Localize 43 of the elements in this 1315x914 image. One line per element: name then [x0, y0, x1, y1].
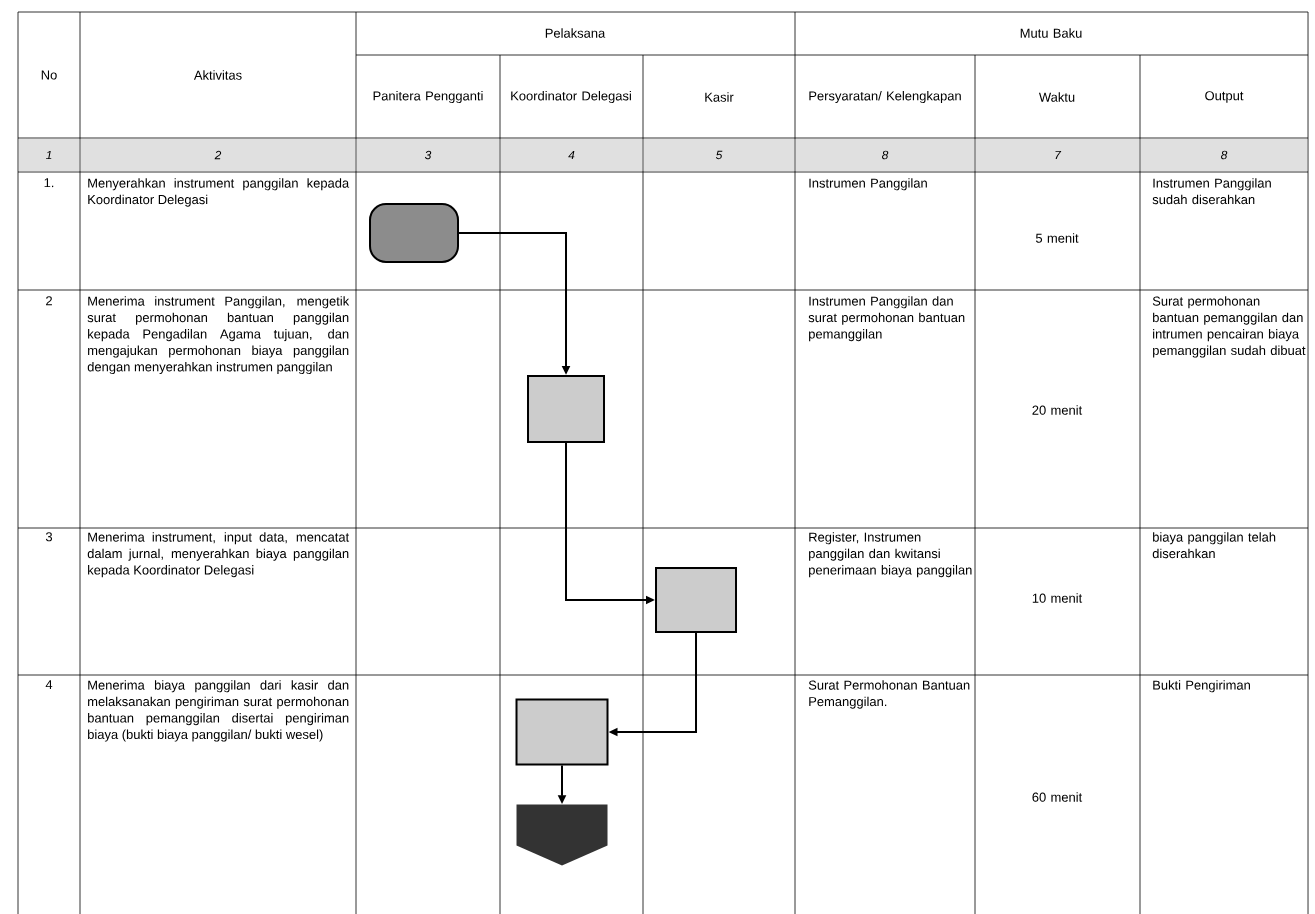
- requirement-text: Register, Instrumen panggilan dan kwitansi penerimaan biaya panggilan: [809, 532, 972, 578]
- column-number-cell: 1: [19, 139, 79, 171]
- requirement-text: Instrumen Panggilan: [809, 178, 927, 191]
- process-box: [527, 375, 605, 443]
- column-number-cell: 8: [1141, 139, 1307, 171]
- column-number-cell: 8: [796, 139, 974, 171]
- row-number: 1.: [44, 178, 54, 188]
- row-number: 4: [45, 680, 53, 690]
- duration-text: 10 menit: [1032, 593, 1083, 603]
- column-header: Kasir: [705, 92, 734, 102]
- process-box: [515, 698, 609, 766]
- column-header: Pelaksana: [545, 28, 606, 38]
- process-box: [655, 567, 737, 633]
- activity-text: Menerima instrument Panggilan, mengetik surat permohonan bantuan panggilan kepada Pengadilan Agama tujuan, dan mengajukan permohonan biaya panggilan dengan menyerahkan instrumen panggilan: [87, 296, 350, 375]
- output-text: Surat permohonan bantuan pemanggilan dan intrumen pencairan biaya pemanggilan sudah dibuat: [1152, 296, 1306, 358]
- column-header: Aktivitas: [193, 70, 242, 80]
- requirement-text: Instrumen Panggilan dan surat permohonan bantuan pemanggilan: [808, 296, 965, 342]
- output-text: Instrumen Panggilan sudah diserahkan: [1152, 178, 1271, 205]
- column-number-cell: 7: [976, 139, 1139, 171]
- activity-text: Menerima instrument, input data, mencatat dalam jurnal, menyerahkan biaya panggilan kepada Koordinator Delegasi: [87, 532, 350, 578]
- terminator-shape: [369, 203, 459, 263]
- duration-text: 5 menit: [1035, 233, 1079, 243]
- column-header: Panitera Pengganti: [373, 90, 483, 104]
- column-number-cell: 5: [644, 139, 794, 171]
- row-number: 2: [46, 296, 52, 306]
- column-header: No: [41, 70, 57, 80]
- activity-text: Menerima biaya panggilan dari kasir dan melaksanakan pengiriman surat permohonan bantuan pemanggilan disertai pengiriman biaya (bukti biaya panggilan/ bukti wesel): [88, 680, 349, 742]
- column-header: Mutu Baku: [1020, 28, 1082, 38]
- column-header: Persyaratan/ Kelengkapan: [809, 90, 961, 104]
- row-number: 3: [45, 532, 53, 542]
- column-header: Output: [1205, 91, 1244, 103]
- column-number-cell: 4: [501, 139, 642, 171]
- duration-text: 60 menit: [1032, 792, 1083, 802]
- output-text: Bukti Pengiriman: [1153, 680, 1250, 693]
- activity-text: Menyerahkan instrument panggilan kepada Koordinator Delegasi: [88, 178, 350, 207]
- requirement-text: Surat Permohonan Bantuan Pemanggilan.: [808, 680, 970, 709]
- column-header: Waktu: [1038, 92, 1075, 102]
- off-page-connector: [516, 804, 608, 866]
- duration-text: 20 menit: [1032, 405, 1083, 415]
- output-text: biaya panggilan telah diserahkan: [1152, 532, 1276, 559]
- column-number-cell: 3: [357, 139, 499, 171]
- column-number-cell: 2: [81, 139, 355, 171]
- column-header: Koordinator Delegasi: [511, 90, 631, 104]
